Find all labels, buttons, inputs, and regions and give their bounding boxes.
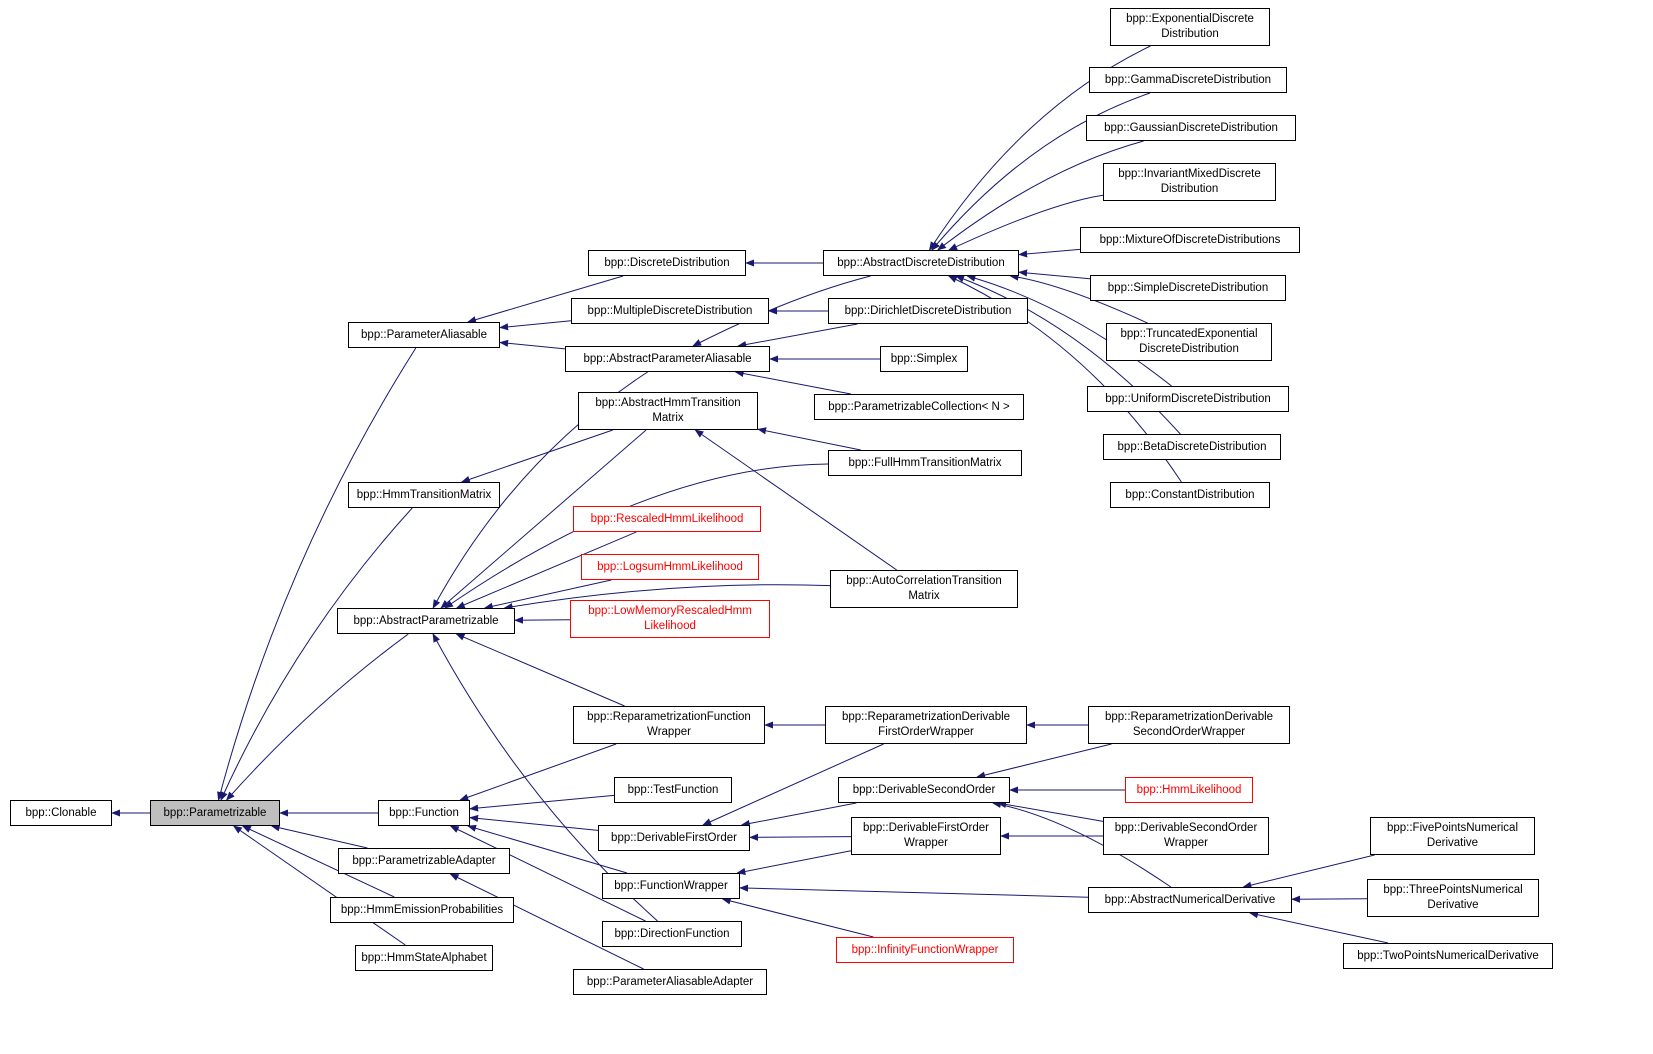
class-node-derivable-first-order-wrapper[interactable]: bpp::DerivableFirstOrder Wrapper (851, 817, 1001, 855)
inheritance-edge-parameter-aliasable-adapter--parametrizable-adapter (449, 873, 644, 970)
class-node-hmm-emission-probabilities[interactable]: bpp::HmmEmissionProbabilities (330, 897, 514, 923)
class-node-exponential-discrete[interactable]: bpp::ExponentialDiscrete Distribution (1110, 8, 1270, 46)
inheritance-edge-invariant-mixed--abstract-discrete-distribution (948, 194, 1104, 251)
inheritance-edge-derivable-first-order--function (469, 814, 599, 831)
inheritance-edge-abstract-discrete-distribution--abstract-parameter-aliasable (692, 275, 871, 347)
class-node-three-points[interactable]: bpp::ThreePointsNumerical Derivative (1367, 879, 1539, 917)
class-node-test-function[interactable]: bpp::TestFunction (614, 777, 732, 803)
class-node-two-points[interactable]: bpp::TwoPointsNumericalDerivative (1343, 943, 1553, 969)
inheritance-edge-truncated-exponential--abstract-discrete-distribution (1009, 273, 1148, 324)
inheritance-edge-abstract-numerical-derivative--function-wrapper (739, 884, 1089, 898)
class-node-reparametrization-derivable-first[interactable]: bpp::ReparametrizationDerivable FirstOrd… (825, 706, 1027, 744)
class-node-simplex[interactable]: bpp::Simplex (880, 346, 968, 372)
inheritance-edge-two-points--abstract-numerical-derivative (1249, 911, 1389, 944)
inheritance-edge-abstract-parameter-aliasable--parameter-aliasable (499, 339, 566, 350)
class-node-hmm-transition-matrix[interactable]: bpp::HmmTransitionMatrix (348, 482, 500, 508)
inheritance-edge-full-hmm-transition-matrix--abstract-parametrizable (444, 463, 829, 609)
inheritance-edge-direction-function--function (449, 825, 646, 922)
inheritance-edge-autocorrelation-transition-matrix--abstract-hmm-transition-matrix (694, 429, 897, 571)
inheritance-edge-five-points--abstract-numerical-derivative (1242, 854, 1375, 889)
class-node-function[interactable]: bpp::Function (378, 800, 470, 826)
inheritance-edge-gamma-discrete--abstract-discrete-distribution (931, 92, 1151, 251)
class-node-rescaled-hmm-likelihood[interactable]: bpp::RescaledHmmLikelihood (573, 506, 761, 532)
class-node-multiple-discrete-distribution[interactable]: bpp::MultipleDiscreteDistribution (571, 298, 769, 324)
inheritance-edge-derivable-first-order-wrapper--function-wrapper (736, 850, 852, 875)
inheritance-edge-uniform-discrete--abstract-discrete-distribution (966, 274, 1172, 387)
inheritance-edge-derivable-second-order-wrapper--derivable-second-order (997, 800, 1104, 822)
inheritance-edge-logsum-hmm-likelihood--abstract-parametrizable (483, 579, 612, 610)
class-node-infinity-function-wrapper[interactable]: bpp::InfinityFunctionWrapper (836, 937, 1014, 963)
inheritance-edge-parametrizable-adapter--parametrizable (270, 824, 368, 849)
inheritance-edge-parameter-aliasable--parametrizable (217, 347, 417, 801)
class-node-clonable[interactable]: bpp::Clonable (10, 800, 112, 826)
class-node-gamma-discrete[interactable]: bpp::GammaDiscreteDistribution (1089, 67, 1287, 93)
class-node-direction-function[interactable]: bpp::DirectionFunction (602, 921, 742, 947)
inheritance-edge-reparametrization-derivable-second--derivable-second-order (976, 743, 1112, 779)
class-node-abstract-discrete-distribution[interactable]: bpp::AbstractDiscreteDistribution (823, 250, 1019, 276)
inheritance-edge-dirichlet-discrete-distribution--abstract-parameter-aliasable (737, 323, 858, 349)
inheritance-edge-test-function--function (469, 794, 615, 812)
class-node-parameter-aliasable[interactable]: bpp::ParameterAliasable (348, 322, 500, 348)
class-node-mixture-of-discrete[interactable]: bpp::MixtureOfDiscreteDistributions (1080, 227, 1300, 253)
class-node-abstract-parameter-aliasable[interactable]: bpp::AbstractParameterAliasable (565, 346, 770, 372)
inheritance-edge-abstract-hmm-transition-matrix--abstract-parametrizable (440, 429, 647, 609)
inheritance-edge-abstract-hmm-transition-matrix--hmm-transition-matrix (460, 429, 613, 483)
class-node-parameter-aliasable-adapter[interactable]: bpp::ParameterAliasableAdapter (573, 969, 767, 995)
class-node-derivable-second-order[interactable]: bpp::DerivableSecondOrder (838, 777, 1010, 803)
inheritance-edge-rescaled-hmm-likelihood--abstract-parametrizable (455, 531, 637, 609)
class-node-parametrizable: bpp::Parametrizable (150, 800, 280, 826)
inheritance-edge-reparametrization-derivable-first--derivable-first-order (702, 743, 884, 826)
class-node-parametrizable-adapter[interactable]: bpp::ParametrizableAdapter (338, 848, 510, 874)
class-node-low-memory-rescaled[interactable]: bpp::LowMemoryRescaledHmm Likelihood (570, 600, 770, 638)
inheritance-edge-parametrizable-collection--abstract-parameter-aliasable (734, 369, 851, 395)
inheritance-edge-simple-discrete--abstract-discrete-distribution (1018, 269, 1091, 280)
class-node-hmm-state-alphabet[interactable]: bpp::HmmStateAlphabet (355, 945, 493, 971)
class-node-five-points[interactable]: bpp::FivePointsNumerical Derivative (1370, 817, 1535, 855)
class-node-truncated-exponential[interactable]: bpp::TruncatedExponential DiscreteDistri… (1106, 323, 1272, 361)
inheritance-edge-discrete-distribution--parameter-aliasable (467, 275, 624, 324)
inheritance-edge-mixture-of-discrete--abstract-discrete-distribution (1018, 248, 1081, 258)
inheritance-edge-three-points--abstract-numerical-derivative (1291, 895, 1368, 903)
class-node-beta-discrete[interactable]: bpp::BetaDiscreteDistribution (1103, 434, 1281, 460)
class-node-logsum-hmm-likelihood[interactable]: bpp::LogsumHmmLikelihood (581, 554, 759, 580)
class-node-gaussian-discrete[interactable]: bpp::GaussianDiscreteDistribution (1086, 115, 1296, 141)
inheritance-edge-full-hmm-transition-matrix--abstract-hmm-transition-matrix (757, 427, 861, 451)
class-node-abstract-hmm-transition-matrix[interactable]: bpp::AbstractHmmTransition Matrix (578, 392, 758, 430)
class-node-derivable-second-order-wrapper[interactable]: bpp::DerivableSecondOrder Wrapper (1103, 817, 1269, 855)
inheritance-edge-reparametrization-function-wrapper--abstract-parametrizable (455, 633, 625, 707)
class-node-function-wrapper[interactable]: bpp::FunctionWrapper (602, 873, 740, 899)
inheritance-edge-function-wrapper--function (467, 824, 628, 874)
inheritance-edge-infinity-function-wrapper--function-wrapper (721, 897, 874, 938)
class-node-simple-discrete[interactable]: bpp::SimpleDiscreteDistribution (1090, 275, 1286, 301)
class-node-autocorrelation-transition-matrix[interactable]: bpp::AutoCorrelationTransition Matrix (830, 570, 1018, 608)
inheritance-edge-reparametrization-function-wrapper--function (459, 743, 617, 801)
class-node-uniform-discrete[interactable]: bpp::UniformDiscreteDistribution (1087, 386, 1289, 412)
inheritance-edge-hmm-emission-probabilities--parametrizable (241, 825, 395, 898)
inheritance-edge-abstract-numerical-derivative--derivable-second-order (992, 800, 1172, 888)
inheritance-edge-multiple-discrete-distribution--parameter-aliasable (499, 320, 572, 331)
class-node-dirichlet-discrete-distribution[interactable]: bpp::DirichletDiscreteDistribution (828, 298, 1028, 324)
class-node-abstract-parametrizable[interactable]: bpp::AbstractParametrizable (337, 608, 515, 634)
class-node-constant-distribution[interactable]: bpp::ConstantDistribution (1110, 482, 1270, 508)
class-node-derivable-first-order[interactable]: bpp::DerivableFirstOrder (598, 825, 750, 851)
inheritance-edge-derivable-second-order--derivable-first-order (740, 802, 857, 828)
inheritance-edge-hmm-transition-matrix--parametrizable (220, 507, 413, 801)
class-node-parametrizable-collection[interactable]: bpp::ParametrizableCollection< N > (814, 394, 1024, 420)
class-node-reparametrization-derivable-second[interactable]: bpp::ReparametrizationDerivable SecondOr… (1088, 706, 1290, 744)
class-node-abstract-numerical-derivative[interactable]: bpp::AbstractNumericalDerivative (1088, 887, 1292, 913)
class-node-discrete-distribution[interactable]: bpp::DiscreteDistribution (588, 250, 746, 276)
inheritance-edge-autocorrelation-transition-matrix--abstract-parametrizable (503, 584, 831, 611)
class-node-reparametrization-function-wrapper[interactable]: bpp::ReparametrizationFunction Wrapper (573, 706, 765, 744)
inheritance-edge-abstract-parametrizable--parametrizable (226, 633, 409, 801)
class-node-full-hmm-transition-matrix[interactable]: bpp::FullHmmTransitionMatrix (828, 450, 1022, 476)
inheritance-edge-exponential-discrete--abstract-discrete-distribution (929, 45, 1151, 251)
inheritance-edge-derivable-first-order-wrapper--derivable-first-order (749, 833, 852, 841)
class-node-invariant-mixed[interactable]: bpp::InvariantMixedDiscrete Distribution (1103, 163, 1276, 201)
inheritance-edge-hmm-state-alphabet--parametrizable (232, 825, 406, 946)
class-node-hmm-likelihood[interactable]: bpp::HmmLikelihood (1125, 777, 1253, 803)
inheritance-edge-low-memory-rescaled--abstract-parametrizable (514, 616, 571, 624)
inheritance-edge-gaussian-discrete--abstract-discrete-distribution (937, 140, 1144, 251)
